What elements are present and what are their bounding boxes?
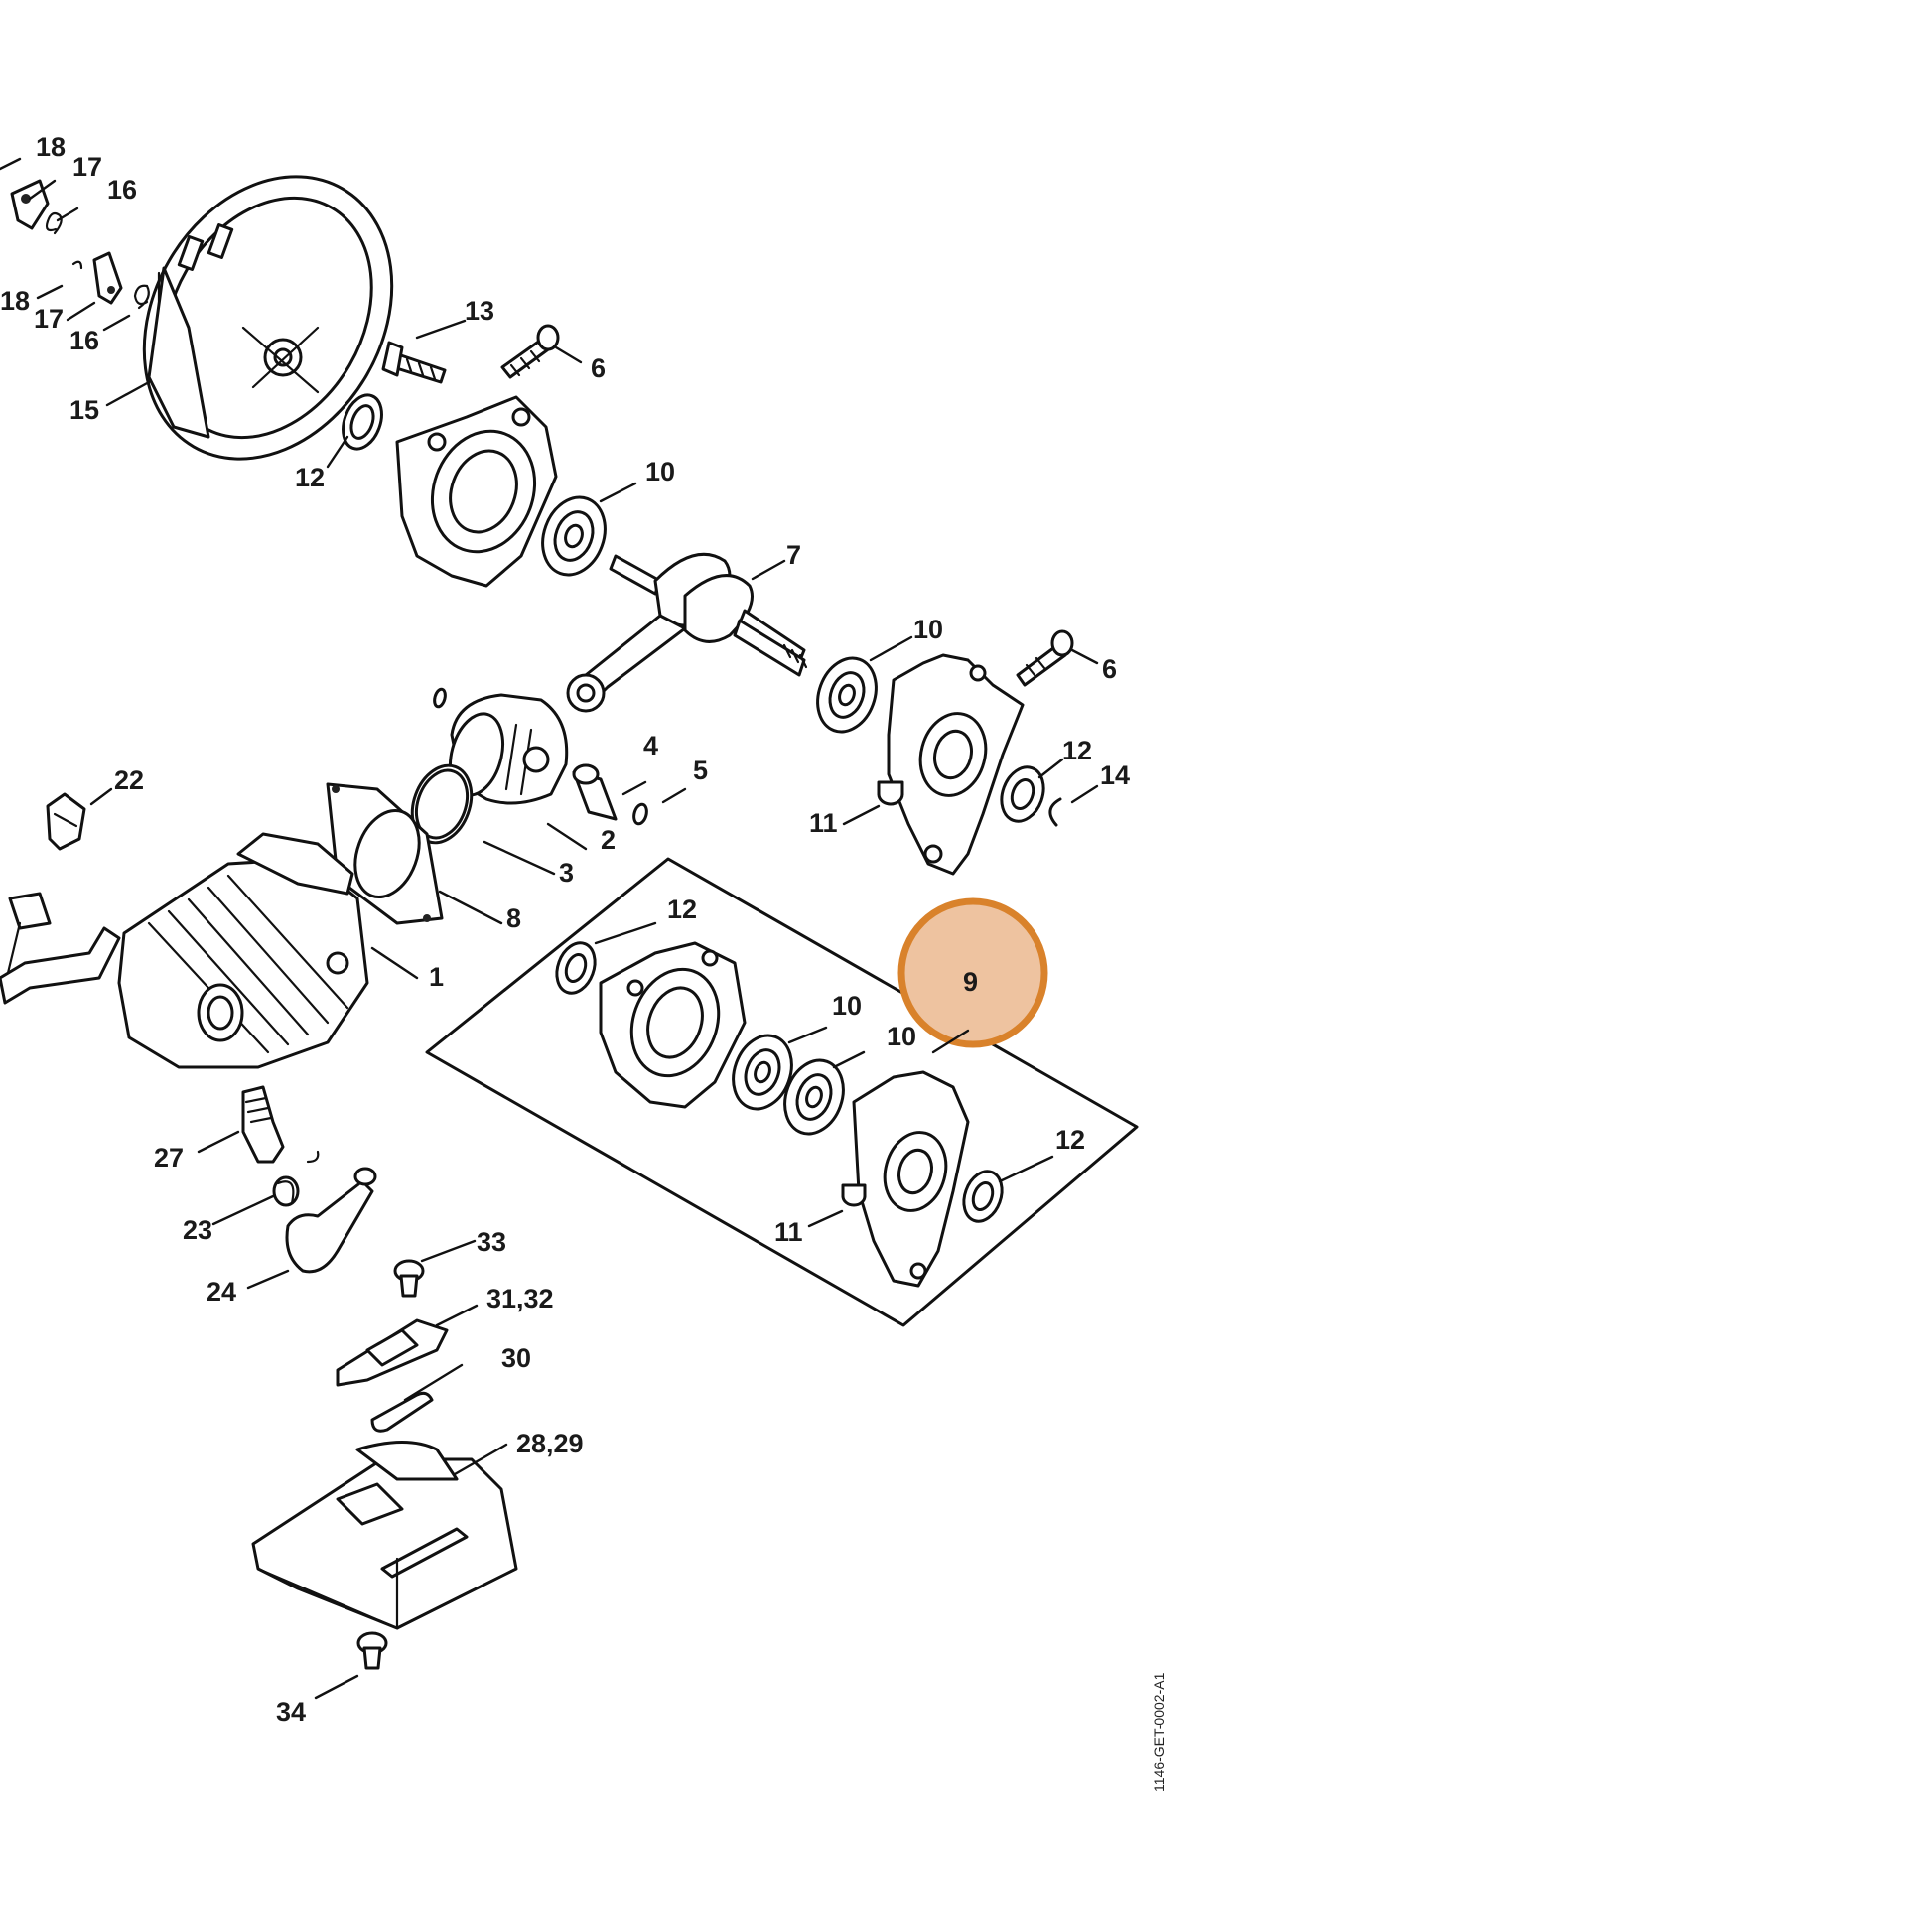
callout-18: 18: [36, 132, 66, 162]
screw-6-right-part[interactable]: [1016, 629, 1074, 687]
bearing-right-part[interactable]: [808, 650, 887, 741]
callout-5: 5: [693, 756, 708, 785]
callout-17: 17: [72, 152, 102, 182]
callout-12: 12: [667, 895, 697, 924]
callout-9: 9: [963, 967, 978, 997]
callout-3: 3: [559, 858, 574, 888]
callout-13: 13: [465, 296, 494, 326]
screw-34-part[interactable]: [356, 1631, 388, 1670]
callout-16: 16: [107, 175, 137, 205]
piston-pin-part[interactable]: [572, 763, 618, 821]
callout-30: 30: [501, 1343, 531, 1373]
callout-34: 34: [276, 1697, 306, 1726]
drawing-id: 1146-GET-0002-A1: [1151, 1672, 1167, 1792]
cylinder-part[interactable]: [117, 832, 369, 1069]
callout-17: 17: [34, 304, 64, 334]
kit-crankcase-left-part[interactable]: [599, 941, 747, 1109]
callout-15: 15: [69, 395, 99, 425]
piston-ring-clip-part[interactable]: [433, 687, 447, 709]
oil-seal-left-part[interactable]: [337, 390, 389, 455]
gasket-part[interactable]: [326, 782, 444, 925]
sleeve-upper-part[interactable]: [877, 780, 904, 806]
bearing-upper-part[interactable]: [532, 488, 616, 584]
kit-bearing-2-part[interactable]: [775, 1052, 854, 1143]
pawl-top-part[interactable]: [10, 179, 50, 230]
circlip-small-part[interactable]: [71, 260, 83, 270]
callout-33: 33: [477, 1227, 506, 1257]
filter-gasket-part[interactable]: [370, 1391, 434, 1433]
kit-oil-seal-left-part[interactable]: [550, 937, 602, 998]
terminal-part[interactable]: [272, 1150, 320, 1207]
callouts: 18 17 16 18 17 16 15 12 13 6 10 7 10 6 1…: [0, 132, 1130, 1726]
kit-bearing-1-part[interactable]: [724, 1028, 802, 1118]
circlip-5-part[interactable]: [632, 802, 649, 826]
callout-23: 23: [183, 1215, 212, 1245]
screw-6-top-part[interactable]: [500, 324, 560, 379]
spring-top-part[interactable]: [45, 211, 63, 235]
decomp-valve-part[interactable]: [46, 792, 86, 851]
screw-13-part[interactable]: [381, 341, 447, 384]
leader-lines: [0, 157, 1099, 1700]
callout-6: 6: [1102, 654, 1117, 684]
callout-10: 10: [832, 991, 862, 1021]
callout-16: 16: [69, 326, 99, 355]
callout-24: 24: [207, 1277, 236, 1307]
callout-10: 10: [913, 615, 943, 644]
callout-6: 6: [591, 353, 606, 383]
kit-frame: [425, 857, 1139, 1327]
callout-12: 12: [295, 463, 325, 492]
plate-part[interactable]: [336, 1318, 449, 1387]
plug-boot-part[interactable]: [285, 1167, 377, 1274]
oil-seal-right-part[interactable]: [995, 761, 1051, 827]
crankcase-right-part[interactable]: [887, 653, 1025, 876]
callout-11: 11: [774, 1217, 803, 1247]
crankshaft-part[interactable]: [566, 552, 808, 713]
kit-oil-seal-right-part[interactable]: [957, 1166, 1009, 1226]
callout-12: 12: [1055, 1125, 1085, 1155]
bracket-part[interactable]: [0, 892, 121, 1005]
pawl-mid-part[interactable]: [92, 251, 123, 305]
callout-31-32: 31,32: [486, 1284, 554, 1313]
callout-22: 22: [114, 765, 144, 795]
kit-crankcase-right-part[interactable]: [852, 1070, 970, 1288]
callout-14: 14: [1100, 760, 1130, 790]
callout-18: 18: [0, 286, 30, 316]
kit-sleeve-part[interactable]: [841, 1183, 867, 1207]
callout-27: 27: [154, 1143, 184, 1173]
callout-11: 11: [809, 808, 838, 838]
callout-2: 2: [601, 825, 616, 855]
callout-4: 4: [643, 731, 658, 760]
highlight-marker[interactable]: [897, 897, 1048, 1048]
screw-33-part[interactable]: [393, 1259, 425, 1298]
crankcase-left-part[interactable]: [395, 395, 558, 588]
spark-plug-part[interactable]: [241, 1085, 285, 1164]
spring-mid-part[interactable]: [133, 271, 161, 310]
circlip-14-part[interactable]: [1048, 797, 1062, 827]
flywheel-part[interactable]: [94, 132, 441, 504]
callout-28-29: 28,29: [516, 1429, 584, 1458]
callout-8: 8: [506, 903, 521, 933]
filter-cover-part[interactable]: [251, 1441, 518, 1630]
callout-7: 7: [786, 540, 801, 570]
callout-12: 12: [1062, 736, 1092, 765]
callout-10: 10: [887, 1022, 916, 1051]
callout-1: 1: [429, 962, 444, 992]
piston-ring-3-part[interactable]: [402, 758, 482, 851]
callout-10: 10: [645, 457, 675, 486]
